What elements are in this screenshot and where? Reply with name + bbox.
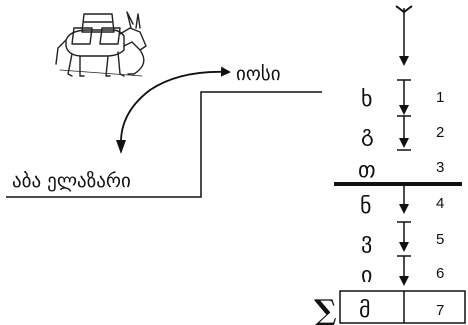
gen-number-5: 5 (436, 231, 444, 248)
gen-letter-6: ი (361, 263, 372, 288)
gen-letter-3: თ (358, 158, 376, 183)
gen-letter-7: მ (359, 298, 371, 323)
sum-symbol: ∑ (314, 294, 337, 325)
gen-letter-5: ვ (361, 229, 372, 254)
curved-arrow (120, 66, 231, 143)
gen-number-6: 6 (436, 265, 444, 282)
gen-letter-1: ხ (361, 87, 373, 112)
label-iosi: იოსი (236, 63, 281, 85)
chain-segments (397, 79, 411, 286)
gen-number-2: 2 (436, 124, 444, 141)
gen-letter-4: ნ (360, 194, 372, 219)
gen-number-7: 7 (436, 302, 444, 319)
gen-number-4: 4 (436, 195, 444, 212)
donkey-icon (55, 11, 147, 77)
sum-box (339, 290, 466, 324)
label-aba-elazari: აბა ელაზარი (12, 170, 131, 192)
gen-number-1: 1 (436, 89, 444, 106)
gen-letter-2: გ (361, 122, 374, 147)
staircase-line (6, 91, 322, 198)
curved-arrow-tail-head (116, 140, 126, 154)
gen-number-3: 3 (436, 159, 444, 176)
